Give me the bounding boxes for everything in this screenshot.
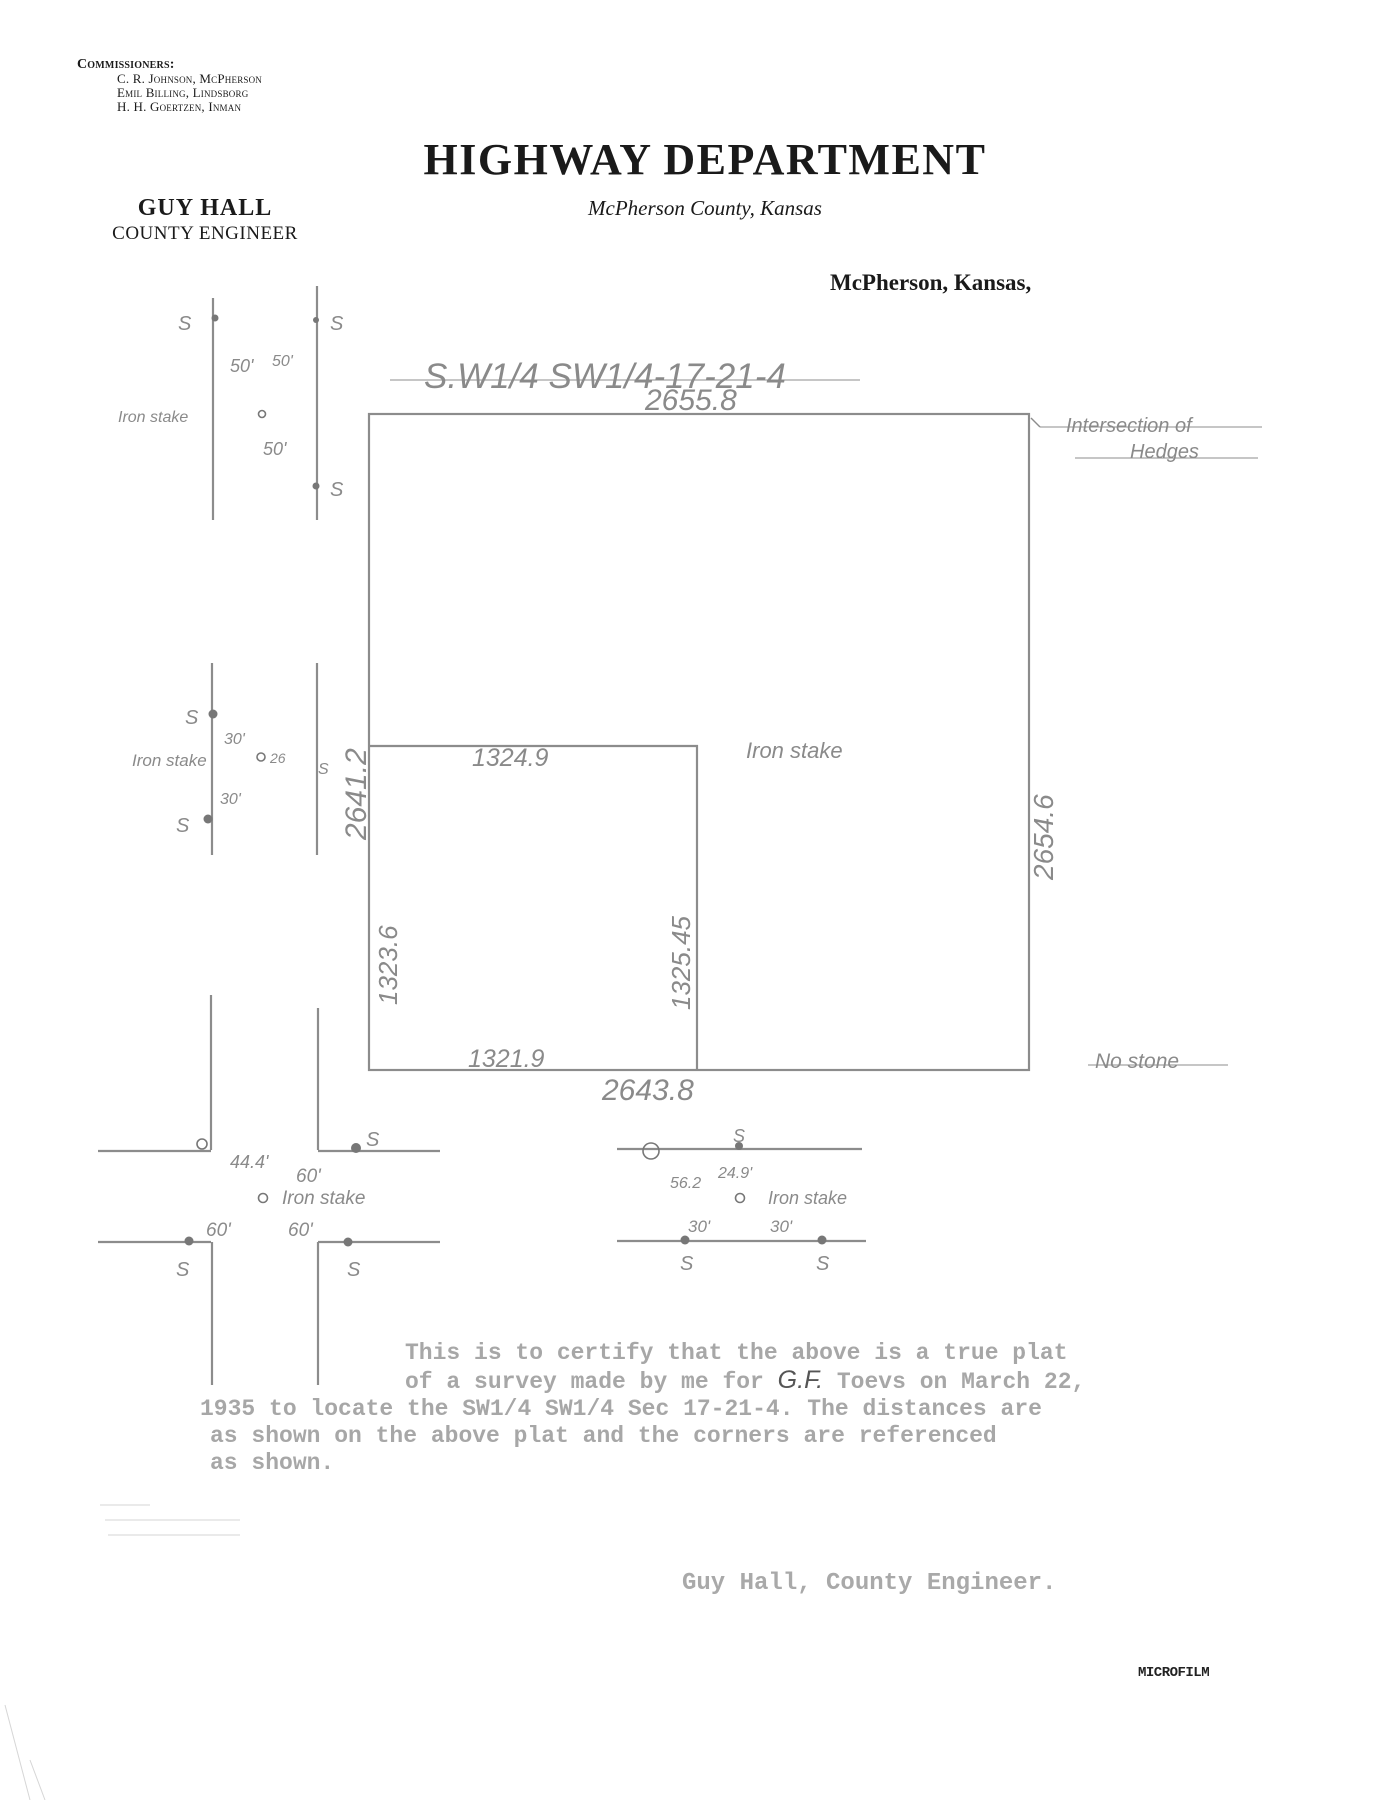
dim-inner-east: 1325.45 xyxy=(666,915,696,1010)
stake-dot xyxy=(313,317,319,323)
commissioner-1: C. R. Johnson, McPherson xyxy=(117,71,263,86)
nw-s-1: S xyxy=(178,313,192,335)
nw-dist-2: 50' xyxy=(272,353,294,370)
tract-label: S.W1/4 SW1/4-17-21-4 xyxy=(424,357,786,396)
w-s-2: S xyxy=(176,815,190,837)
certification-line-1: This is to certify that the above is a t… xyxy=(405,1340,1068,1366)
stone-symbol xyxy=(196,1138,208,1150)
engineer-name: GUY HALL xyxy=(137,195,273,221)
county-subtitle: McPherson County, Kansas xyxy=(588,196,822,220)
signature-line: Guy Hall, County Engineer. xyxy=(682,1570,1057,1597)
dim-east: 2654.6 xyxy=(1028,794,1059,881)
w-s-3: S xyxy=(318,761,329,778)
sw-dist-1: 44.4' xyxy=(230,1152,269,1172)
iron-stake-circle xyxy=(734,1192,746,1204)
s-s-3: S xyxy=(816,1253,830,1275)
nw-iron-stake: Iron stake xyxy=(118,409,188,426)
certification-line-4: as shown on the above plat and the corne… xyxy=(210,1423,997,1449)
s-dist-3: 30' xyxy=(688,1217,711,1236)
w-s-1: S xyxy=(185,707,199,729)
w-dist-1: 30' xyxy=(224,731,246,748)
s-dist-4: 30' xyxy=(770,1217,793,1236)
s-s-1: S xyxy=(733,1126,745,1146)
dim-inner-south: 1321.9 xyxy=(468,1045,545,1073)
nw-s-3: S xyxy=(330,479,344,501)
s-s-2: S xyxy=(680,1253,694,1275)
note-hedges: Hedges xyxy=(1130,441,1199,463)
sw-dist-2: 60' xyxy=(296,1166,322,1187)
note-no-stone: No stone xyxy=(1095,1050,1179,1073)
stone-symbol xyxy=(642,1142,660,1160)
iron-stake-circle xyxy=(257,409,267,419)
certification-line-2: of a survey made by me for G.F. Toevs on… xyxy=(200,1367,1200,1396)
sw-dist-3: 60' xyxy=(206,1220,232,1241)
handwritten-initials: G.F. xyxy=(777,1366,824,1394)
certification-line-2a: of a survey made by me for xyxy=(405,1369,764,1395)
stake-dot xyxy=(817,1235,827,1245)
certification-line-3: 1935 to locate the SW1/4 SW1/4 Sec 17-21… xyxy=(200,1396,1042,1422)
dim-south: 2643.8 xyxy=(601,1074,694,1107)
stake-dot xyxy=(203,814,213,824)
engineer-title: COUNTY ENGINEER xyxy=(112,223,298,244)
dim-inner-west: 1323.6 xyxy=(373,925,403,1005)
certification-line-2b: Toevs on March 22, xyxy=(836,1369,1086,1395)
note-center-iron-stake: Iron stake xyxy=(746,738,843,763)
commissioner-3: H. H. Goertzen, Inman xyxy=(117,99,242,114)
microfilm-stamp: MICROFILM xyxy=(1138,1665,1210,1681)
stake-dot xyxy=(351,1143,361,1153)
stake-dot xyxy=(208,709,218,719)
s-iron-stake: Iron stake xyxy=(768,1188,847,1208)
dim-inner-north: 1324.9 xyxy=(472,744,549,772)
certification-line-5: as shown. xyxy=(210,1450,335,1476)
commissioners-heading: Commissioners: xyxy=(77,57,175,72)
nw-s-2: S xyxy=(330,313,344,335)
dim-west: 2641.2 xyxy=(340,748,373,841)
commissioner-2: Emil Billing, Lindsborg xyxy=(117,85,249,100)
department-title: HIGHWAY DEPARTMENT xyxy=(423,135,987,184)
nw-dist-3: 50' xyxy=(263,439,287,459)
certification-paragraph: This is to certify that the above is a t… xyxy=(200,1340,1200,1477)
sw-s-3: S xyxy=(347,1259,361,1281)
stake-dot xyxy=(312,482,320,490)
paper-marks xyxy=(4,1504,240,1800)
iron-stake-circle xyxy=(256,752,266,762)
commissioners-block: Commissioners: C. R. Johnson, McPherson … xyxy=(77,58,262,114)
s-dist-1: 24.9' xyxy=(717,1165,753,1182)
quarter-quarter-outline xyxy=(369,744,699,1070)
dim-north: 2655.8 xyxy=(644,384,737,417)
stake-dot xyxy=(184,1236,194,1246)
stake-dot xyxy=(343,1237,353,1247)
ne-arrow xyxy=(1030,417,1041,428)
w-iron-stake: Iron stake xyxy=(132,751,207,770)
s-dist-2: 56.2 xyxy=(670,1175,701,1192)
iron-stake-circle xyxy=(257,1192,269,1204)
engineer-block: GUY HALL COUNTY ENGINEER xyxy=(60,196,350,246)
sw-s-1: S xyxy=(366,1129,380,1151)
nw-dist-1: 50' xyxy=(230,356,254,376)
stake-dot xyxy=(211,314,219,322)
w-dist-3: 26 xyxy=(269,750,286,766)
sw-iron-stake: Iron stake xyxy=(282,1188,365,1209)
sw-dist-4: 60' xyxy=(288,1220,314,1241)
w-dist-2: 30' xyxy=(220,791,242,808)
sw-s-2: S xyxy=(176,1259,190,1281)
parcel-outline xyxy=(367,412,1031,1072)
city-dateline: McPherson, Kansas, xyxy=(830,270,1032,295)
stake-dot xyxy=(680,1235,690,1245)
note-intersection: Intersection of xyxy=(1066,415,1194,437)
stake-dot xyxy=(735,1142,743,1150)
